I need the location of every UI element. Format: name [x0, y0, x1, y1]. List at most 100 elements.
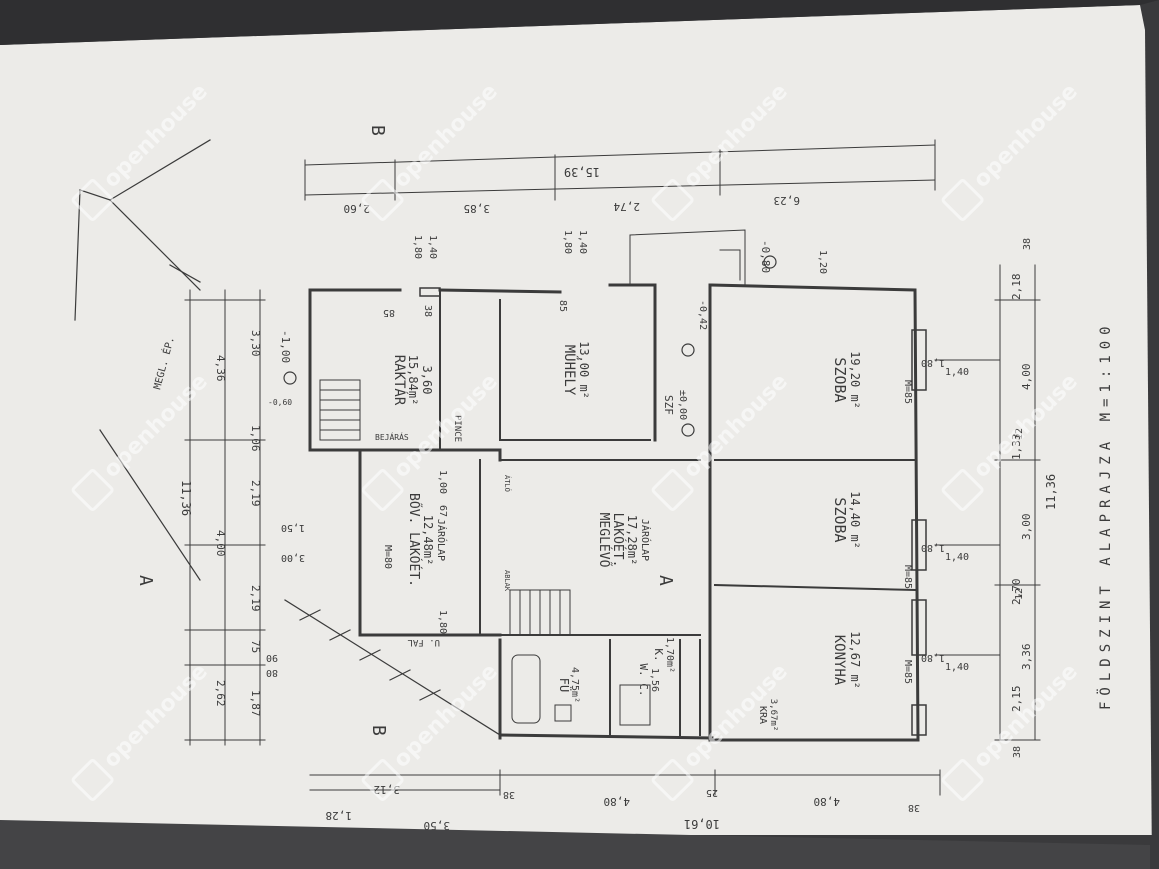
dim-misc-5: 85	[557, 300, 568, 312]
level-3: ±0,00	[677, 390, 688, 420]
dim-misc-12: 1,80	[437, 610, 448, 634]
dim-top-0: 2,60	[344, 202, 371, 215]
dim-left-inner-3: 2,19	[249, 585, 262, 612]
dim-misc-29: 38	[908, 802, 920, 813]
room-kamra-area: 3,67m²	[768, 699, 778, 732]
room-szoba1-area: 19,20 m²	[848, 351, 862, 409]
dim-misc-25: 12	[1014, 588, 1025, 600]
dim-left-outer: 11,36	[179, 480, 193, 516]
room-muhely-name: MŰHELY	[561, 345, 579, 396]
dim-right-4: 2,70	[1010, 579, 1023, 606]
dim-misc-31: 80	[266, 667, 278, 678]
dim-misc-2: 1,80	[562, 230, 573, 254]
room-bov-name: BŐV. LAKÓÉT.	[406, 493, 422, 587]
dim-misc-28: 38	[503, 789, 515, 800]
room-raktar-dim: 3,60	[420, 366, 434, 395]
section-b-bottom: B	[368, 725, 389, 736]
dim-misc-23: 38	[1022, 238, 1033, 250]
dim-misc-3: 1,40	[577, 230, 588, 254]
room-kamra-name: KRA	[757, 706, 768, 724]
dim-left-main-2: 2,62	[214, 680, 227, 707]
dim-misc-7: M=85	[902, 380, 913, 404]
room-meglevo-name2: LAKÓÉT.	[610, 513, 626, 568]
dim-misc-30: 90	[266, 652, 278, 663]
plan-lines	[74, 139, 1041, 796]
dim-misc-20: 1,80	[921, 542, 945, 553]
room-k-name: K.	[652, 648, 665, 661]
level-4: -0,60	[268, 398, 292, 407]
room-furdo-name: FÜ	[557, 678, 573, 692]
room-meglevo-floor: JÁRÓLAP	[639, 519, 652, 561]
dim-misc-8: M=85	[902, 565, 913, 589]
dim-misc-4: 85	[383, 307, 395, 318]
dim-left-main-0: 4,36	[214, 355, 227, 382]
room-meglevo-name: MEGLÉVŐ	[596, 513, 612, 568]
dim-misc-10: M=80	[382, 545, 393, 569]
label-pince: PINCE	[452, 415, 462, 442]
dim-misc-1: 1,40	[427, 235, 438, 259]
label-ufal: U. FAL	[407, 637, 440, 647]
paper-shadow	[0, 0, 1159, 45]
dim-bottom-total: 10,61	[684, 817, 720, 831]
room-konyha-area: 12,67 m²	[848, 631, 862, 689]
dim-right-6: 2,15	[1010, 686, 1023, 713]
dim-bottom2-1: 1,28	[326, 809, 353, 822]
level-0: -1,00	[279, 330, 292, 363]
dim-bottom-0: 3,12	[374, 783, 401, 796]
dim-left-inner-5: 1,87	[249, 690, 262, 717]
page-title: FÖLDSZINT ALAPRAJZA M=1:100	[1096, 320, 1114, 710]
dim-top-2: 2,74	[613, 200, 640, 213]
dim-misc-15: 1,50	[281, 522, 305, 533]
dim-bottom2-0: 3,50	[424, 819, 451, 832]
room-muhely-area: 13,00 m²	[577, 341, 591, 399]
dim-misc-0: 1,80	[412, 235, 423, 259]
dim-misc-16: 3,00	[281, 552, 305, 563]
level-2: -0,42	[697, 300, 708, 330]
dim-left-inner-4: 75	[249, 640, 262, 653]
dim-right-3: 3,00	[1020, 514, 1033, 541]
room-k-area: 1,70m²	[664, 637, 675, 673]
room-szoba2-area: 14,40 m²	[848, 491, 862, 549]
dim-right-total: 11,36	[1044, 474, 1058, 510]
dim-right-5: 3,36	[1020, 644, 1033, 671]
dim-misc-26: 38	[1012, 746, 1023, 758]
plan-text: RAKTÁR 15,84m² 3,60 MŰHELY 13,00 m² SZOB…	[135, 125, 1114, 832]
dim-misc-14: 1,00	[437, 470, 448, 494]
room-konyha-name: KONYHA	[831, 635, 847, 686]
dim-bottom-2: 4,80	[814, 795, 841, 808]
room-szoba1-name: SZOBA	[831, 357, 849, 402]
dim-misc-18: 1,80	[921, 357, 945, 368]
dim-misc-9: M=85	[902, 660, 913, 684]
label-szf: SZF	[662, 395, 675, 415]
room-szoba2-name: SZOBA	[831, 497, 849, 542]
section-a-mid: A	[655, 575, 676, 586]
dim-bottom-1: 4,80	[604, 795, 631, 808]
dim-misc-13: 67	[437, 505, 448, 517]
room-bov-area: 12,48m²	[421, 515, 435, 566]
dim-left-inner-1: 1,06	[249, 425, 262, 452]
dim-top-3: 6,23	[774, 194, 801, 207]
room-furdo-area: 4,75m²	[569, 667, 580, 703]
dim-misc-6: 38	[422, 305, 433, 317]
dim-left-main-1: 4,00	[214, 530, 227, 557]
dim-right-2: 1,33	[1010, 434, 1023, 461]
paper-sheet	[0, 5, 1152, 869]
room-meglevo-area: 17,28m²	[625, 515, 639, 566]
dim-misc-19: 1,40	[945, 552, 969, 563]
label-ablak: ABLAK	[503, 570, 511, 592]
dim-left-inner-0: 3,30	[249, 330, 262, 357]
dim-misc-27: 25	[706, 787, 718, 798]
dim-misc-11: 1,20	[817, 250, 828, 274]
room-raktar-name: RAKTÁR	[391, 355, 408, 406]
dim-misc-21: 1,40	[945, 662, 969, 673]
level-1: -0,80	[759, 240, 772, 273]
dim-top-total: 15,39	[564, 165, 600, 179]
dim-misc-17: 1,40	[945, 367, 969, 378]
dim-right-0: 2,18	[1010, 274, 1023, 301]
label-atlo: ÁTLÓ	[503, 475, 512, 492]
dim-left-inner-2: 2,19	[249, 480, 262, 507]
dim-right-1: 4,00	[1020, 364, 1033, 391]
label-bejaras: BEJÁRÁS	[375, 431, 409, 442]
dim-top-1: 3,85	[464, 202, 491, 215]
